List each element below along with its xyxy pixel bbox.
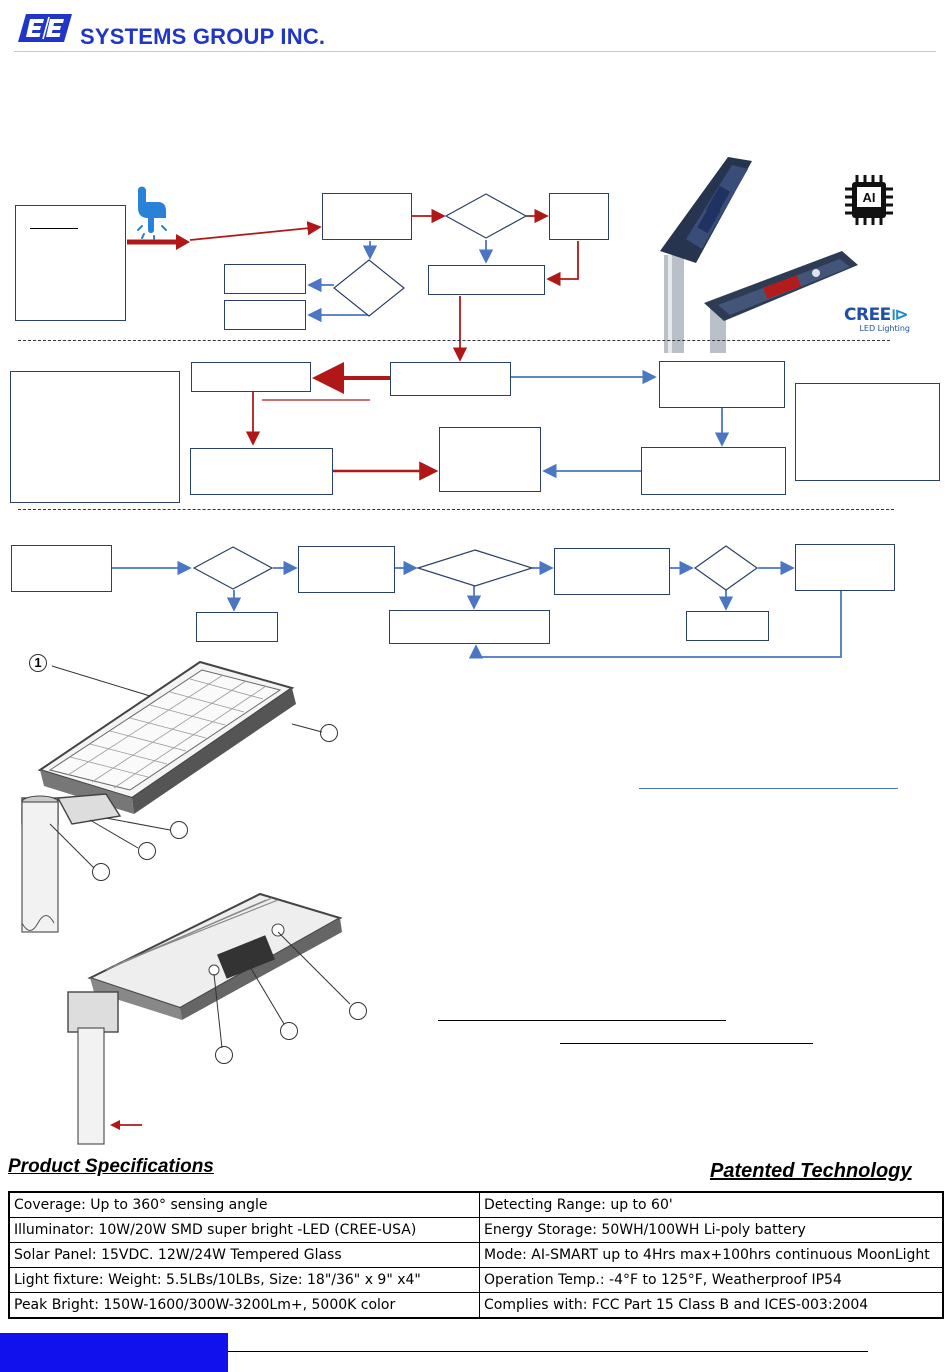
input-panel-box [15,205,126,321]
blank-line-1 [438,1020,726,1021]
flow-box-detect [298,546,395,593]
callout-circle-6 [349,1002,367,1020]
flow-box-branch-b [224,300,306,330]
decision-diamond-3 [192,546,274,590]
flow-box-dim [641,447,786,495]
link-underline [639,788,898,789]
panel-heading-underline [30,228,78,229]
cree-logo: CREE⧐ LED Lighting [844,306,914,336]
spec-cell-right: Detecting Range: up to 60' [479,1191,944,1218]
flow-box-no-1 [196,612,278,642]
spec-cell-left: Light fixture: Weight: 5.5LBs/10LBs, Siz… [8,1267,480,1293]
flow-box-bright [190,448,333,495]
ai-chip-icon: AI [845,175,893,225]
spec-row: Coverage: Up to 360° sensing angle Detec… [8,1191,944,1218]
section-divider-2 [18,509,894,510]
flow-box-result [549,193,609,240]
blank-line-2 [560,1043,813,1044]
spec-cell-right: Complies with: FCC Part 15 Class B and I… [479,1292,944,1319]
flow-box-moonlight [389,610,550,644]
cree-brand-text: CREE [844,305,891,325]
spec-cell-left: Peak Bright: 150W-1600/300W-3200Lm+, 500… [8,1292,480,1319]
flow-box-branch-a [224,264,306,294]
flow-box-dawn [795,544,895,591]
flow-box-no-2 [686,611,769,641]
spec-row: Peak Bright: 150W-1600/300W-3200Lm+, 500… [8,1292,944,1319]
spec-row: Light fixture: Weight: 5.5LBs/10LBs, Siz… [8,1267,944,1293]
ai-chip-label: AI [863,190,876,205]
decision-diamond-1 [444,193,528,239]
company-logo [18,14,72,42]
spec-cell-right: Operation Temp.: -4°F to 125°F, Weatherp… [479,1267,944,1293]
spec-subtitle: Patented Technology [710,1160,912,1182]
callout-circle-5 [92,863,110,881]
street-light-photo [660,157,858,353]
flow-box-start [322,193,412,240]
header-divider [14,51,936,52]
tap-hand-icon [137,186,167,240]
callout-circle-3 [170,821,188,839]
callout-circle-2 [320,724,338,742]
flow-box-dusk [11,545,112,592]
spec-cell-left: Solar Panel: 15VDC. 12W/24W Tempered Gla… [8,1242,480,1268]
section-divider-1 [18,340,890,341]
footer-blue-bar [0,1333,228,1372]
spec-cell-left: Illuminator: 10W/20W SMD super bright -L… [8,1217,480,1243]
flow-connectors [112,208,842,659]
mode-note-box-left [10,371,180,503]
footer-rule [228,1351,868,1352]
company-name: SYSTEMS GROUP INC. [80,24,326,49]
flow-box-full-bright [554,548,670,595]
flow-box-light-on [191,362,311,392]
cree-sub-text: LED Lighting [859,324,910,333]
callout-number-1: 1 [29,654,47,672]
spec-title: Product Specifications [8,1156,214,1177]
flow-box-sensor [390,362,511,396]
flow-box-battery [439,427,541,492]
spec-cell-left: Coverage: Up to 360° sensing angle [8,1191,480,1218]
decision-diamond-5 [693,545,759,591]
flow-box-merge [428,265,545,295]
flow-box-standby [659,361,785,408]
spec-cell-right: Mode: AI-SMART up to 4Hrs max+100hrs con… [479,1242,944,1268]
callout-circle-8 [215,1046,233,1064]
spec-row: Solar Panel: 15VDC. 12W/24W Tempered Gla… [8,1242,944,1268]
mode-note-box-right [795,383,940,481]
decision-diamond-4 [416,549,534,587]
fixture-diagram [21,660,351,1145]
spec-cell-right: Energy Storage: 50WH/100WH Li-poly batte… [479,1217,944,1243]
callout-circle-7 [280,1022,298,1040]
decision-diamond-2 [333,259,405,317]
callout-circle-4 [138,842,156,860]
spec-row: Illuminator: 10W/20W SMD super bright -L… [8,1217,944,1243]
spec-table: Coverage: Up to 360° sensing angle Detec… [8,1191,944,1319]
